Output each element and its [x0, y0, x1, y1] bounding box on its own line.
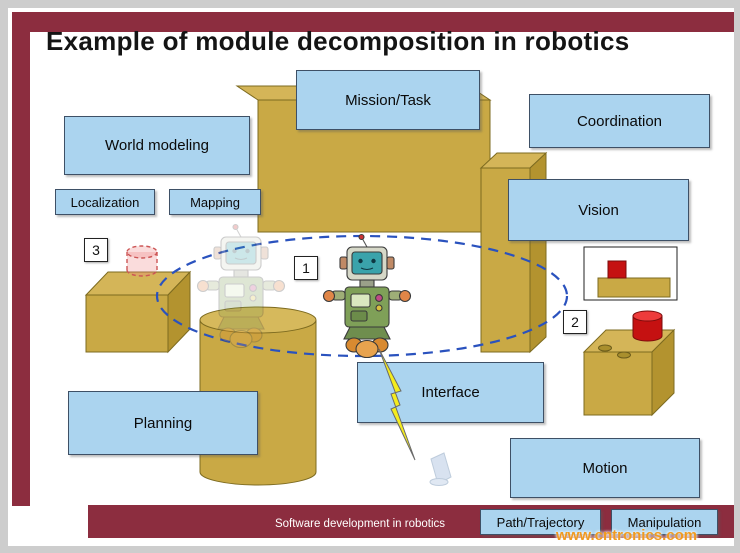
marker-1: 1 [294, 256, 318, 280]
module-box-manipulation: Manipulation [611, 509, 718, 535]
slide-canvas: Example of module decomposition in robot… [8, 8, 734, 546]
monitor-frame [583, 246, 678, 301]
module-box-mapping: Mapping [169, 189, 261, 215]
box-left-shape [84, 270, 192, 354]
module-box-world-modeling: World modeling [64, 116, 250, 175]
top-accent-bar [30, 12, 734, 32]
module-box-motion: Motion [510, 438, 700, 498]
watermark-text: www.cntronics.com [556, 527, 698, 544]
module-box-coordination: Coordination [529, 94, 710, 148]
module-box-vision: Vision [508, 179, 689, 241]
robot-illustration [322, 233, 412, 359]
slide-title: Example of module decomposition in robot… [46, 26, 630, 56]
footer-caption: Software development in robotics [274, 518, 446, 530]
ghost-cylinder-outline [126, 245, 158, 277]
module-box-planning: Planning [68, 391, 258, 455]
module-box-interface: Interface [357, 362, 544, 423]
module-box-mission-task: Mission/Task [296, 70, 480, 130]
module-box-localization: Localization [55, 189, 155, 215]
left-accent-bar [12, 12, 30, 506]
marker-3: 3 [84, 238, 108, 262]
marker-2: 2 [563, 310, 587, 334]
box-right-shape [582, 328, 676, 417]
module-box-path-trajectory: Path/Trajectory [480, 509, 601, 535]
red-cylinder-shape [632, 310, 663, 342]
